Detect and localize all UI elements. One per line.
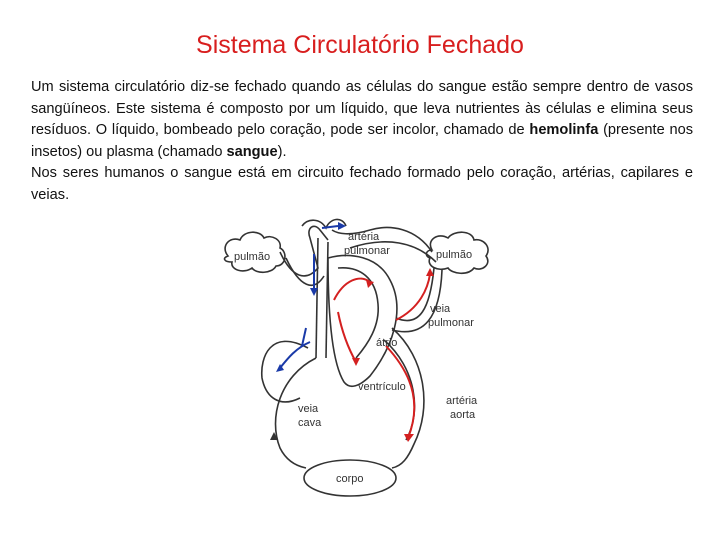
label-body: corpo bbox=[336, 473, 364, 485]
label-right-lung: pulmão bbox=[436, 249, 472, 261]
paragraph-closed-system: Um sistema circulatório diz-se fechado q… bbox=[31, 77, 693, 163]
label-pulmonary-artery-1: artéria bbox=[348, 231, 380, 243]
label-left-lung: pulmão bbox=[234, 251, 270, 263]
paragraph-human-circuit: Nos seres humanos o sangue está em circu… bbox=[31, 165, 693, 203]
arrow-icon bbox=[426, 268, 434, 276]
bold-term-hemolinfa: hemolinfa bbox=[529, 122, 599, 138]
label-pulmonary-vein-2: pulmonar bbox=[428, 317, 474, 329]
arrow-icon bbox=[338, 222, 346, 230]
paragraph-text: Um sistema circulatório diz-se fechado q… bbox=[31, 79, 693, 138]
right-lung bbox=[425, 231, 489, 275]
page-title: Sistema Circulatório Fechado bbox=[196, 31, 524, 59]
arrow-icon bbox=[404, 434, 414, 442]
diagram-labels: pulmão pulmão artéria pulmonar veia pulm… bbox=[234, 231, 478, 485]
arterial-flow bbox=[333, 273, 431, 439]
label-aorta-1: artéria bbox=[446, 395, 478, 407]
arrow-icon bbox=[366, 280, 374, 288]
label-vena-cava-2: cava bbox=[298, 417, 322, 429]
heart bbox=[327, 254, 398, 388]
paragraph-text: ). bbox=[277, 143, 287, 160]
arrow-icon bbox=[352, 358, 360, 366]
label-vena-cava-1: veia bbox=[298, 403, 319, 415]
body-organ bbox=[303, 459, 397, 497]
paragraph-text: (presente nos insetos) ou plasma (chamad… bbox=[31, 122, 693, 160]
venous-flow bbox=[279, 225, 339, 369]
bold-term-sangue: sangue bbox=[226, 143, 278, 160]
label-pulmonary-vein-1: veia bbox=[430, 303, 451, 315]
label-ventricle: ventrículo bbox=[358, 381, 406, 393]
circulatory-diagram: pulmão pulmão artéria pulmonar veia pulm… bbox=[223, 218, 489, 497]
label-atrium: átrio bbox=[376, 337, 397, 349]
arrow-icon bbox=[310, 288, 318, 296]
flow-arrows bbox=[270, 222, 434, 442]
left-lung bbox=[223, 231, 286, 274]
arrow-icon bbox=[270, 432, 278, 440]
arrow-icon bbox=[276, 364, 284, 372]
label-pulmonary-artery-2: pulmonar bbox=[344, 245, 390, 257]
label-aorta-2: aorta bbox=[450, 409, 476, 421]
blood-flow-lines bbox=[279, 225, 431, 439]
